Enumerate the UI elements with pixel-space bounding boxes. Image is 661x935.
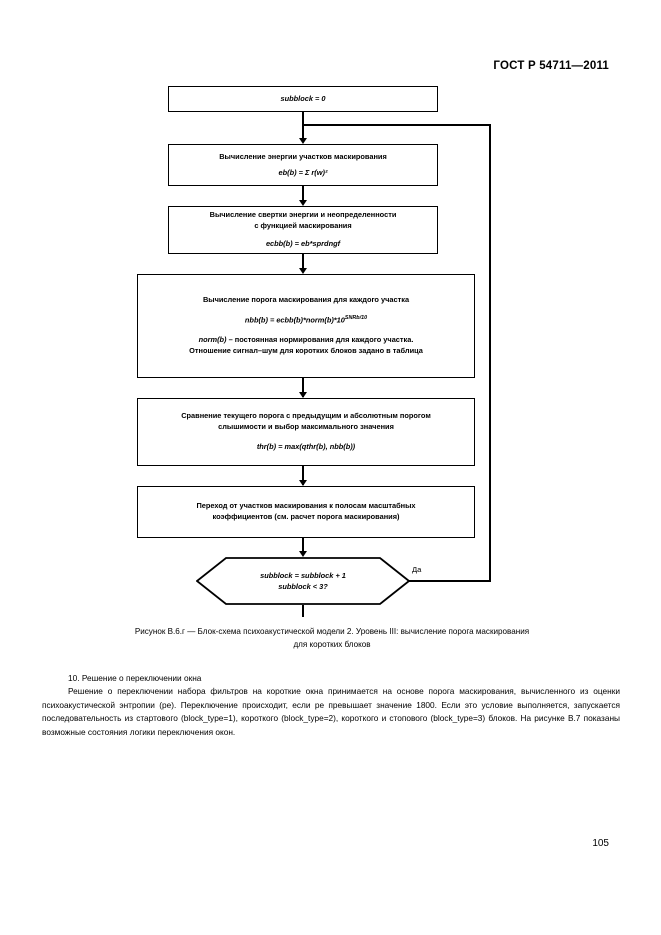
flow-node-energy: Вычисление энергии участков маскирования… bbox=[168, 144, 438, 186]
figure-caption-line-1: Рисунок В.6.г — Блок-схема психоакустиче… bbox=[134, 627, 530, 636]
arrowhead-decision bbox=[299, 551, 307, 557]
connector-mapping-to-decision bbox=[302, 538, 304, 555]
flow-node-threshold-formula: nbb(b) = ecbb(b)*norm(b)*10SNRb/10 bbox=[245, 315, 367, 326]
flow-node-threshold-note-term: norm(b) bbox=[198, 335, 227, 345]
flowchart-diagram: subblock = 0 Вычисление энергии участков… bbox=[137, 86, 491, 617]
flow-node-mapping-title-1: Переход от участков маскирования к полос… bbox=[196, 501, 416, 511]
flow-node-threshold-formula-base: nbb(b) = ecbb(b)*norm(b)*10 bbox=[244, 315, 345, 325]
flow-node-convolution: Вычисление свертки энергии и неопределен… bbox=[168, 206, 438, 254]
flow-node-convolution-title-2: с функцией маскирования bbox=[254, 220, 352, 230]
flow-decision-line-1: subblock = subblock + 1 bbox=[260, 570, 346, 580]
flow-node-energy-formula: eb(b) = Σ r(w)² bbox=[278, 167, 328, 177]
flow-node-convolution-formula: ecbb(b) = eb*sprdngf bbox=[265, 239, 341, 249]
flow-node-threshold-formula-exponent: SNRb/10 bbox=[344, 315, 368, 322]
flow-node-init-label: subblock = 0 bbox=[280, 93, 326, 103]
flow-node-convolution-title-1: Вычисление свертки энергии и неопределен… bbox=[209, 210, 397, 219]
arrowhead-convolution bbox=[299, 200, 307, 206]
flow-node-mapping-title-2: коэффициентов (см. расчет порога маскиро… bbox=[212, 512, 400, 521]
arrowhead-mapping bbox=[299, 480, 307, 486]
feedback-line-from-decision bbox=[409, 580, 491, 582]
flow-node-threshold-note-1: norm(b) – постоянная нормирования для ка… bbox=[199, 335, 414, 346]
page-number: 105 bbox=[592, 838, 609, 849]
arrowhead-threshold bbox=[299, 268, 307, 274]
figure-caption: Рисунок В.6.г — Блок-схема психоакустиче… bbox=[62, 626, 602, 651]
flow-node-mapping: Переход от участков маскирования к полос… bbox=[137, 486, 475, 538]
flow-node-init: subblock = 0 bbox=[168, 86, 438, 112]
flow-node-threshold: Вычисление порога маскирования для каждо… bbox=[137, 274, 475, 378]
connector-compare-to-mapping bbox=[302, 466, 304, 485]
connector-threshold-to-compare bbox=[302, 378, 304, 397]
arrowhead-compare bbox=[299, 392, 307, 398]
flow-decision-yes-label: Да bbox=[412, 565, 422, 574]
feedback-line-top bbox=[302, 124, 491, 126]
feedback-line-into-energy bbox=[302, 124, 304, 141]
flow-node-compare: Сравнение текущего порога с предыдущим и… bbox=[137, 398, 475, 466]
flow-node-threshold-note-rest: – постоянная нормирования для каждого уч… bbox=[226, 335, 414, 345]
flow-decision-hexagon bbox=[196, 557, 410, 605]
connector-convolution-to-threshold bbox=[302, 254, 304, 271]
flow-node-energy-title: Вычисление энергии участков маскирования bbox=[219, 151, 387, 161]
flow-node-threshold-title: Вычисление порога маскирования для каждо… bbox=[202, 295, 410, 305]
document-standard-number: ГОСТ Р 54711—2011 bbox=[493, 60, 609, 72]
body-paragraph: Решение о переключении набора фильтров н… bbox=[42, 686, 620, 737]
arrowhead-energy bbox=[299, 138, 307, 144]
flow-decision-label: subblock = subblock + 1 subblock < 3? bbox=[196, 557, 410, 605]
feedback-line-vertical bbox=[489, 124, 491, 582]
flow-node-compare-title-1: Сравнение текущего порога с предыдущим и… bbox=[181, 411, 431, 421]
flow-node-compare-formula: thr(b) = max(qthr(b), nbb(b)) bbox=[256, 441, 356, 451]
flow-decision-line-2: subblock < 3? bbox=[278, 582, 328, 591]
flow-node-compare-title-2: слышимости и выбор максимального значени… bbox=[218, 422, 394, 432]
body-text-block: 10. Решение о переключении окна Решение … bbox=[42, 672, 620, 739]
body-heading: 10. Решение о переключении окна bbox=[68, 673, 202, 683]
connector-decision-exit bbox=[302, 605, 304, 617]
connector-energy-to-convolution bbox=[302, 186, 304, 203]
figure-caption-line-2: для коротких блоков bbox=[293, 639, 371, 649]
flow-node-threshold-note-2: Отношение сигнал–шум для коротких блоков… bbox=[189, 345, 423, 355]
